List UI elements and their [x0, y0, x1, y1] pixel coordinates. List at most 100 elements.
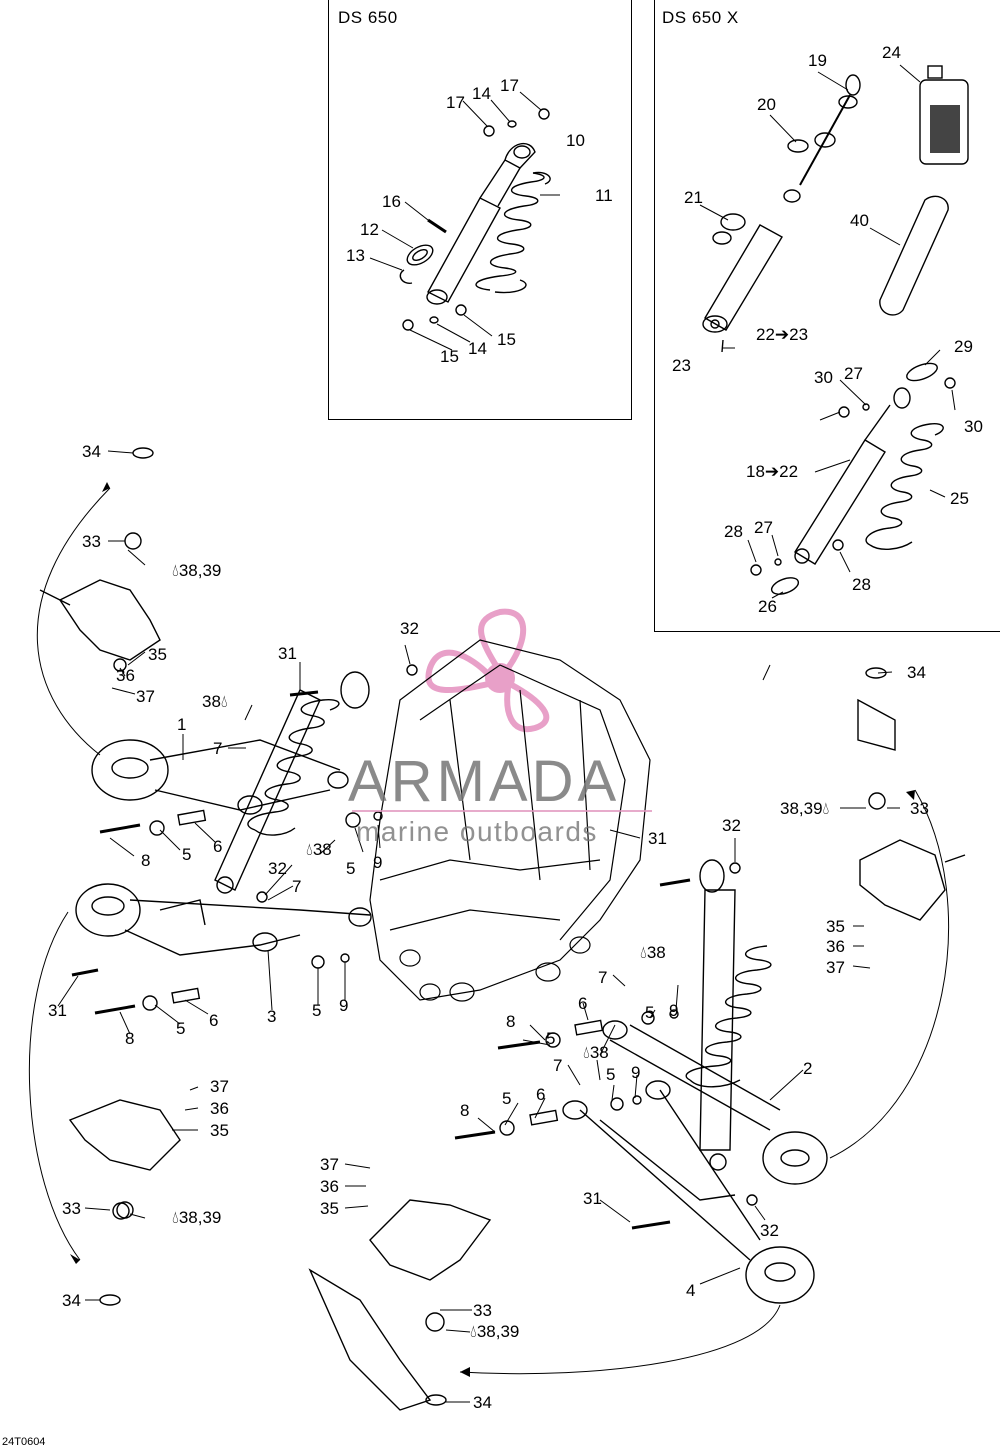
callout-17: 17: [446, 93, 465, 112]
callout-14: 14: [468, 339, 487, 358]
callout-5: 5: [502, 1089, 512, 1108]
callout-38-39: 💧︎38,39: [172, 561, 222, 580]
callout-2: 2: [803, 1059, 813, 1078]
callout-10: 10: [566, 131, 585, 150]
callout-34: 34: [82, 442, 101, 461]
callout-31: 31: [278, 644, 297, 663]
callout-4: 4: [686, 1281, 696, 1300]
callout-29: 29: [954, 337, 973, 356]
callout-32: 32: [722, 816, 741, 835]
callout-40: 40: [850, 211, 869, 230]
callout-13: 13: [346, 246, 365, 265]
callout-34: 34: [62, 1291, 81, 1310]
callout-9: 9: [669, 1001, 679, 1020]
callout-34: 34: [907, 663, 926, 682]
left-shock-spring: [247, 698, 340, 836]
callout-36: 36: [826, 937, 845, 956]
callout-20: 20: [757, 95, 776, 114]
knuckle-bottom-center: [308, 1199, 492, 1411]
callout-37: 37: [136, 687, 155, 706]
oil-drop-icon: 💧︎: [640, 943, 647, 962]
callout-38: 💧︎38: [640, 943, 666, 962]
callout-27: 27: [844, 364, 863, 383]
left-shock-absorber: [214, 671, 370, 894]
callout-9: 9: [631, 1063, 641, 1082]
hardware-items: [71, 664, 758, 1230]
callout-35: 35: [826, 917, 845, 936]
watermark-brand: ARMADA: [348, 749, 621, 814]
right-shock-spring: [685, 945, 772, 1088]
callout-32: 32: [268, 859, 287, 878]
ds650x-shock-assembly: [702, 65, 969, 595]
callout-30: 30: [814, 368, 833, 387]
callout-31: 31: [583, 1189, 602, 1208]
callout-38: 💧︎38: [583, 1043, 609, 1062]
callout-5: 5: [312, 1001, 322, 1020]
knuckle-top-right: [857, 698, 966, 921]
callout-33: 33: [910, 799, 929, 818]
callout-26: 26: [758, 597, 777, 616]
ds650-shock-assembly: [399, 108, 551, 331]
knuckle-bottom-left: [68, 1099, 181, 1219]
callout-33: 33: [62, 1199, 81, 1218]
watermark-propeller-logo: [425, 608, 550, 733]
oil-drop-icon: 💧︎: [172, 1208, 179, 1227]
callout-31: 31: [48, 1001, 67, 1020]
callout-9: 9: [339, 996, 349, 1015]
leader-lines: [28, 64, 956, 1403]
callout-7: 7: [292, 877, 302, 896]
oil-drop-icon: 💧︎: [470, 1322, 477, 1341]
callout-12: 12: [360, 220, 379, 239]
oil-drop-icon: 💧︎: [583, 1043, 590, 1062]
callout-34: 34: [473, 1393, 492, 1412]
callout-8: 8: [460, 1101, 470, 1120]
inset-title-ds650x: DS 650 X: [662, 8, 739, 27]
callout-35: 35: [148, 645, 167, 664]
callout-17: 17: [500, 76, 519, 95]
oil-drop-icon: 💧︎: [172, 561, 179, 580]
callout-31: 31: [648, 829, 667, 848]
callout-5: 5: [346, 859, 356, 878]
right-lower-a-arm: [562, 1080, 815, 1304]
callout-8: 8: [141, 851, 151, 870]
callout-23: 23: [672, 356, 691, 375]
left-upper-a-arm: [91, 739, 349, 815]
callout-18-to-22: 18➔22: [746, 462, 799, 481]
oil-drop-icon: 💧︎: [306, 840, 313, 859]
knuckle-top-left: [39, 579, 161, 672]
callout-6: 6: [578, 994, 588, 1013]
inset-box-ds650: [328, 0, 632, 420]
callout-24: 24: [882, 43, 901, 62]
callout-38-39: 38,39💧︎: [780, 799, 830, 818]
callout-38-39: 💧︎38,39: [172, 1208, 222, 1227]
callout-9: 9: [373, 853, 383, 872]
callout-37: 37: [826, 958, 845, 977]
callout-27: 27: [754, 518, 773, 537]
callout-38: 38💧︎: [202, 692, 228, 711]
callout-3: 3: [267, 1007, 277, 1026]
callout-5: 5: [606, 1065, 616, 1084]
callout-25: 25: [950, 489, 969, 508]
callout-7: 7: [598, 968, 608, 987]
callout-5: 5: [645, 1003, 655, 1022]
diagram-reference-code: 24T0604: [2, 1436, 46, 1448]
ds650x-spring: [865, 422, 944, 550]
callout-38: 💧︎38: [306, 840, 332, 859]
vehicle-frame: [369, 639, 651, 1002]
callout-32: 32: [760, 1221, 779, 1240]
callout-8: 8: [125, 1029, 135, 1048]
callout-5: 5: [176, 1019, 186, 1038]
callout-16: 16: [382, 192, 401, 211]
oil-bottle: [919, 65, 969, 165]
callout-28: 28: [724, 522, 743, 541]
right-shock-absorber: [685, 859, 772, 1171]
callout-22-to-23: 22➔23: [756, 325, 809, 344]
callout-15: 15: [497, 330, 516, 349]
callout-8: 8: [506, 1012, 516, 1031]
callout-11: 11: [595, 186, 613, 205]
callout-33: 33: [473, 1301, 492, 1320]
inset-box-ds650x: [654, 0, 1000, 632]
callout-35: 35: [320, 1199, 339, 1218]
callout-33: 33: [82, 532, 101, 551]
ds650-spring: [475, 171, 551, 294]
